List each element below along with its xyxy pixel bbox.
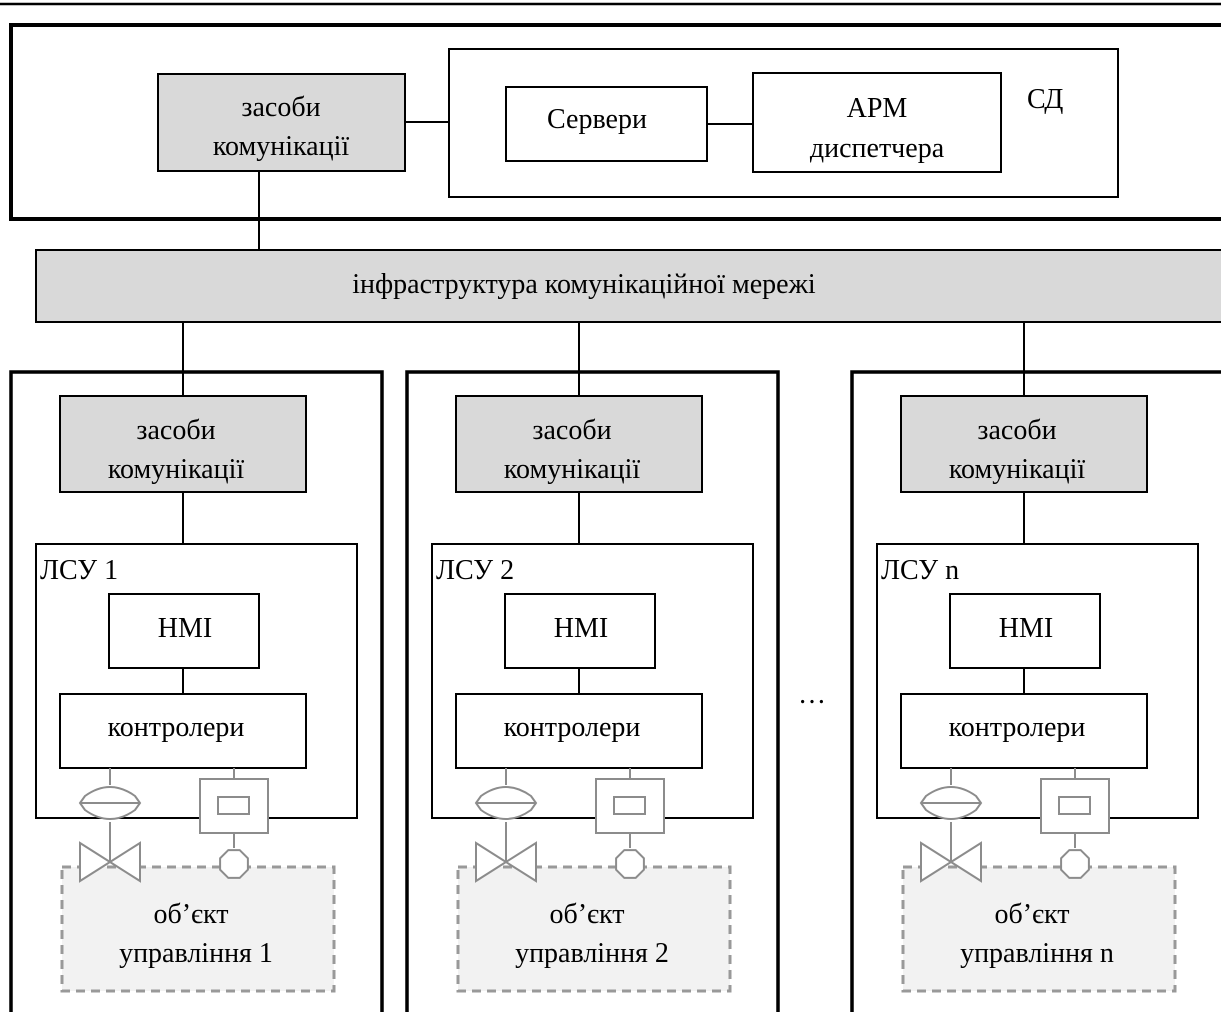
unit-comm-text-2: комунікації bbox=[108, 454, 245, 485]
sensor-transmitter-icon bbox=[1040, 778, 1110, 879]
arm-box bbox=[752, 72, 1002, 173]
transmitter-display-icon bbox=[217, 796, 250, 815]
unit-comm-text-1: засоби bbox=[136, 415, 215, 446]
valve-actuator-icon bbox=[78, 786, 142, 883]
object-text-2: управління 2 bbox=[515, 938, 669, 969]
unit-comm-text-2: комунікації bbox=[949, 454, 1086, 485]
unit-comm-text-2: комунікації bbox=[504, 454, 641, 485]
network-bar bbox=[35, 249, 1221, 323]
object-text-2: управління 1 bbox=[119, 938, 273, 969]
dispatch-center: засоби комунікації Сервери АРМ диспетчер… bbox=[9, 23, 1221, 221]
hmi-text: HMI bbox=[554, 613, 608, 644]
ellipsis: … bbox=[798, 679, 826, 710]
valve-icon bbox=[79, 841, 141, 883]
servers-text: Сервери bbox=[547, 104, 647, 135]
unit-comm-box bbox=[900, 395, 1148, 493]
controller-text: контролери bbox=[504, 712, 641, 743]
controller-box bbox=[900, 693, 1148, 769]
center-comm-text-2: комунікації bbox=[213, 131, 350, 162]
sensor-transmitter-icon bbox=[595, 778, 665, 879]
sensor-transmitter-icon bbox=[199, 778, 269, 879]
object-text-2: управління n bbox=[960, 938, 1114, 969]
sensor-element-icon bbox=[615, 849, 645, 879]
lsu-label: ЛСУ 1 bbox=[40, 555, 118, 586]
unit-comm-box bbox=[455, 395, 703, 493]
object-box bbox=[456, 865, 732, 993]
dispatch-center-frame bbox=[9, 23, 1221, 221]
unit-frame bbox=[9, 370, 384, 1012]
lsu-label: ЛСУ n bbox=[881, 555, 959, 586]
lsu-box bbox=[35, 543, 358, 819]
center-comm-box bbox=[157, 73, 406, 172]
valve-icon bbox=[920, 841, 982, 883]
object-text-1: об’єкт bbox=[153, 899, 228, 930]
network-infrastructure: інфраструктура комунікаційної мережі bbox=[35, 249, 1221, 323]
unit-comm-text-1: засоби bbox=[977, 415, 1056, 446]
arm-text-2: диспетчера bbox=[810, 133, 945, 164]
transmitter-display-icon bbox=[613, 796, 646, 815]
center-comm-text-1: засоби bbox=[241, 92, 320, 123]
sensor-element-icon bbox=[1060, 849, 1090, 879]
lsu-box bbox=[431, 543, 754, 819]
sd-box bbox=[448, 48, 1119, 198]
valve-actuator-icon bbox=[919, 786, 983, 883]
unit-comm-text-1: засоби bbox=[532, 415, 611, 446]
controller-box bbox=[59, 693, 307, 769]
controller-text: контролери bbox=[949, 712, 1086, 743]
controller-text: контролери bbox=[108, 712, 245, 743]
lsu-label: ЛСУ 2 bbox=[436, 555, 514, 586]
transmitter-display-icon bbox=[1058, 796, 1091, 815]
sd-label: СД bbox=[1027, 84, 1063, 115]
sensor-element-icon bbox=[219, 849, 249, 879]
unit-frame bbox=[405, 370, 780, 1012]
unit-frame bbox=[850, 370, 1221, 1012]
object-text-1: об’єкт bbox=[994, 899, 1069, 930]
lsu-box bbox=[876, 543, 1199, 819]
arm-text-1: АРМ bbox=[847, 93, 908, 124]
controller-box bbox=[455, 693, 703, 769]
valve-icon bbox=[475, 841, 537, 883]
object-box bbox=[901, 865, 1177, 993]
valve-actuator-icon bbox=[474, 786, 538, 883]
network-label: інфраструктура комунікаційної мережі bbox=[352, 269, 816, 300]
object-text-1: об’єкт bbox=[549, 899, 624, 930]
object-box bbox=[60, 865, 336, 993]
unit-comm-box bbox=[59, 395, 307, 493]
hmi-text: HMI bbox=[999, 613, 1053, 644]
hmi-text: HMI bbox=[158, 613, 212, 644]
